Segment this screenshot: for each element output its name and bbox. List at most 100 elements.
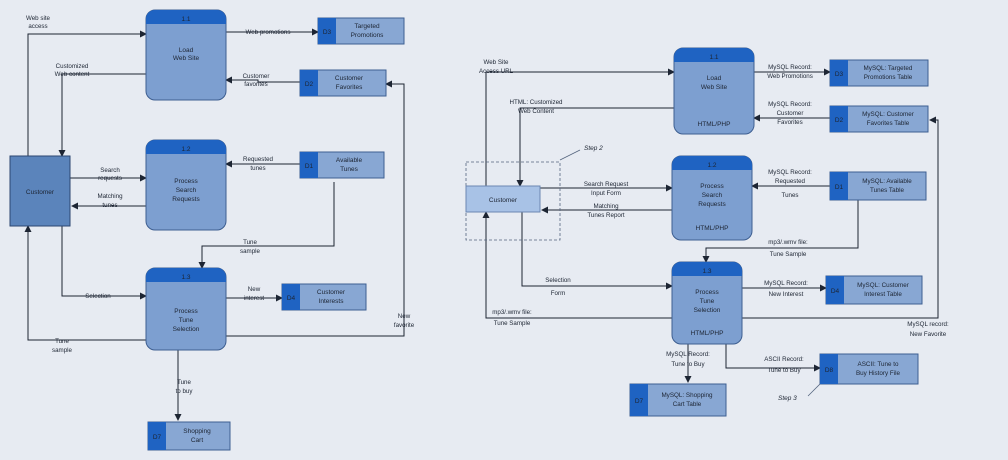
store-id: D3 — [323, 29, 332, 36]
process-label: Process — [700, 183, 724, 190]
flow-label: ASCII Record: — [764, 356, 804, 363]
flow-label: MySQL Record: — [768, 169, 812, 176]
flow-label: favorite — [394, 322, 415, 329]
flow-label: Access URL — [479, 68, 514, 75]
left-store-d1: D1 Available Tunes — [299, 151, 385, 179]
flow-label: Requested — [243, 156, 273, 163]
flow-tune-sample-out — [24, 225, 146, 341]
flow-web-site-access — [27, 30, 147, 158]
step3-label: Step 3 — [778, 395, 797, 402]
flow-web-site-access-url — [485, 68, 675, 186]
process-tech: HTML/PHP — [698, 121, 731, 128]
flow-label: Selection — [85, 293, 111, 300]
right-flows — [482, 68, 939, 383]
right-store-d7: D7 MySQL: Shopping Cart Table — [629, 383, 727, 417]
flow-label: mp3/.wmv file: — [768, 239, 808, 246]
store-label: MySQL: Available — [862, 178, 912, 185]
process-number: 1.1 — [709, 54, 718, 61]
process-label: Process — [695, 289, 719, 296]
process-label: Tune — [179, 317, 194, 324]
step2-label: Step 2 — [584, 145, 603, 152]
flow-label: Tunes — [782, 192, 799, 199]
right-flow-labels: Web Site Access URL HTML: Customized Web… — [479, 59, 949, 374]
store-label: Shopping — [183, 428, 211, 435]
flow-new-favorite — [226, 80, 405, 337]
right-process-1-1: 1.1 Load Web Site HTML/PHP — [673, 47, 755, 135]
store-id: D3 — [835, 71, 844, 78]
store-id: D1 — [835, 184, 844, 191]
flow-label: sample — [52, 347, 73, 354]
process-label: Selection — [173, 326, 200, 333]
flow-label: MySQL record: — [907, 321, 949, 328]
flow-label: Input Form — [591, 190, 621, 197]
store-id: D4 — [831, 288, 840, 295]
process-label: Tune — [700, 298, 715, 305]
flow-mp3-tune-sample-top — [702, 200, 859, 263]
store-label: Favorites — [336, 84, 363, 91]
left-process-1-1: 1.1 Load Web Site — [145, 9, 227, 101]
flow-label: New — [248, 286, 261, 293]
flow-mp3-tune-sample — [482, 211, 672, 319]
process-number: 1.1 — [181, 16, 190, 23]
flow-label: requests — [98, 175, 122, 182]
flow-label: sample — [240, 248, 261, 255]
flow-label: Tunes Report — [587, 212, 625, 219]
flow-label: Web content — [55, 71, 90, 78]
right-store-d2: D2 MySQL: Customer Favorites Table — [829, 105, 929, 133]
flow-label: Form — [551, 290, 565, 297]
flow-selection — [61, 226, 147, 300]
store-label: MySQL: Customer — [857, 282, 909, 289]
process-label: Selection — [694, 307, 721, 314]
flow-label: Search Request — [584, 181, 629, 188]
flow-label: New Favorite — [910, 331, 947, 338]
flow-label: interest — [244, 295, 265, 302]
process-number: 1.2 — [707, 162, 716, 169]
flow-label: Tune — [243, 239, 257, 246]
store-label: MySQL: Customer — [862, 111, 914, 118]
store-label: Tunes — [340, 166, 359, 173]
store-label: Favorites Table — [867, 120, 910, 127]
right-store-d3: D3 MySQL: Targeted Promotions Table — [829, 59, 929, 87]
flow-customized-web-content — [58, 73, 146, 157]
process-label: Requests — [698, 201, 726, 208]
flow-label: Tune Sample — [494, 320, 531, 327]
process-number: 1.2 — [181, 146, 190, 153]
process-number: 1.3 — [181, 274, 190, 281]
store-id: D2 — [305, 81, 314, 88]
flow-label: mp3/.wmv file: — [492, 309, 532, 316]
store-label: Cart — [191, 437, 203, 444]
process-label: Process — [174, 308, 198, 315]
flow-label: MySQL Record: — [764, 280, 808, 287]
flow-label: Matching — [97, 193, 123, 200]
flow-label: New Interest — [769, 291, 804, 298]
flow-label: MySQL Record: — [768, 64, 812, 71]
right-store-d4: D4 MySQL: Customer Interest Table — [825, 275, 923, 305]
flow-ascii-tune-to-buy — [725, 344, 821, 372]
flow-label: Web Content — [518, 108, 554, 115]
flow-label: Tune to Buy — [767, 367, 801, 374]
process-label: Search — [702, 192, 723, 199]
flow-label: HTML: Customized — [510, 99, 564, 106]
left-process-1-3: 1.3 Process Tune Selection — [145, 267, 227, 351]
right-process-1-2: 1.2 Process Search Requests HTML/PHP — [671, 155, 753, 241]
left-store-d3: D3 Targeted Promotions — [317, 17, 405, 45]
flow-label: MySQL Record: — [768, 101, 812, 108]
process-tech: HTML/PHP — [696, 225, 729, 232]
flow-mysql-new-favorite — [742, 116, 939, 319]
store-id: D7 — [153, 434, 162, 441]
store-label: MySQL: Targeted — [864, 65, 913, 72]
left-store-d7: D7 Shopping Cart — [147, 421, 231, 451]
flow-label: Favorites — [777, 119, 802, 126]
flow-label: to buy — [176, 388, 194, 395]
flow-label: Tune Sample — [770, 251, 807, 258]
store-label: ASCII: Tune to — [858, 361, 899, 368]
flow-label: Search — [100, 167, 120, 174]
flow-label: Customer — [777, 110, 804, 117]
right-customer-entity: Customer — [465, 185, 541, 213]
entity-label: Customer — [489, 197, 518, 204]
store-label: Promotions Table — [864, 74, 913, 81]
flow-label: Tune — [55, 338, 69, 345]
store-label: Customer — [335, 75, 364, 82]
flow-label: Web site — [26, 15, 51, 22]
